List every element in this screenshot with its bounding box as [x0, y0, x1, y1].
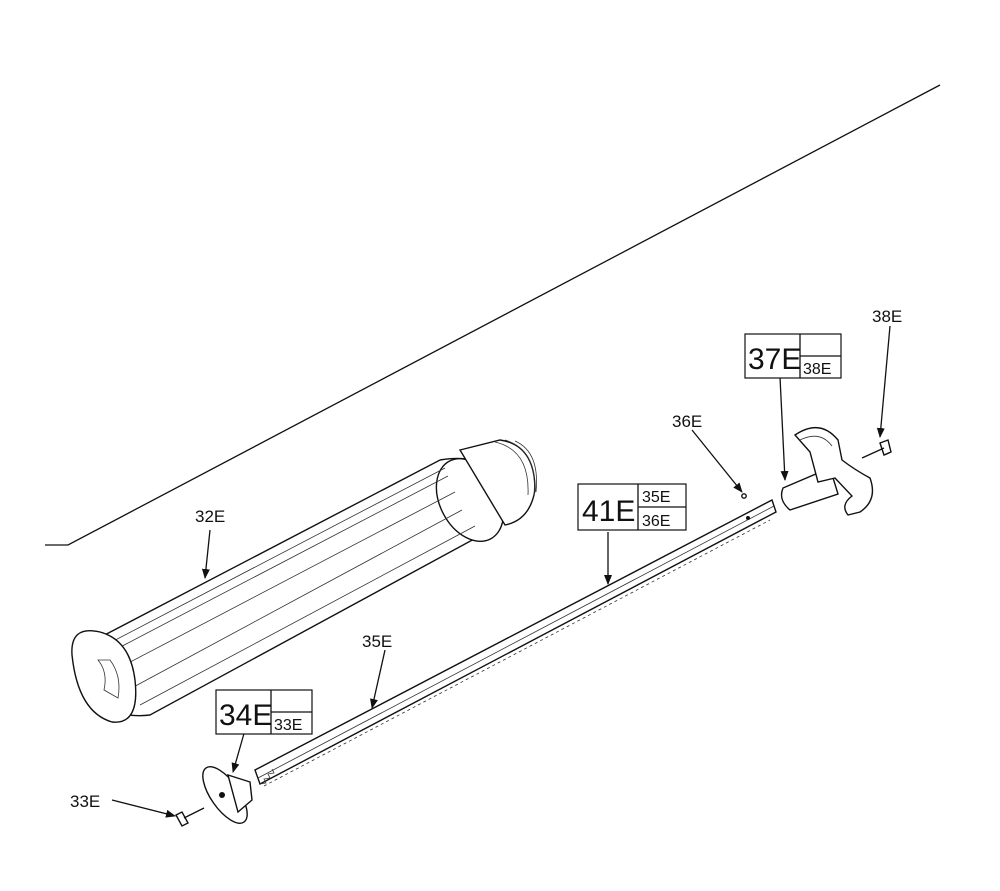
- leader-lines: [111, 325, 891, 818]
- kit-box-37E: 37E 38E: [744, 333, 842, 379]
- part-32E-barrel: [71, 439, 537, 723]
- part-34E-plunger: [202, 766, 253, 824]
- part-33E-screw: [175, 807, 205, 827]
- label-33E: 33E: [70, 792, 100, 811]
- part-37E-handle: [780, 427, 874, 516]
- kit-box-41E: 41E 35E 36E: [577, 483, 687, 531]
- label-32E: 32E: [195, 507, 225, 526]
- kit-37E-main: 37E: [748, 343, 801, 376]
- kit-41E-sub-35E: 35E: [642, 489, 670, 506]
- label-35E: 35E: [362, 632, 392, 651]
- reference-line: [45, 84, 941, 546]
- part-38E-screw: [861, 439, 892, 459]
- kit-box-34E: 34E 33E: [215, 689, 313, 735]
- label-36E: 36E: [672, 412, 702, 431]
- kit-34E-main: 34E: [219, 699, 272, 732]
- label-38E: 38E: [872, 307, 902, 326]
- kit-34E-sub-33E: 33E: [274, 717, 302, 734]
- kit-37E-sub-38E: 38E: [803, 361, 831, 378]
- kit-41E-main: 41E: [582, 495, 635, 528]
- kit-41E-sub-36E: 36E: [642, 513, 670, 530]
- part-35E-rod: [254, 493, 777, 787]
